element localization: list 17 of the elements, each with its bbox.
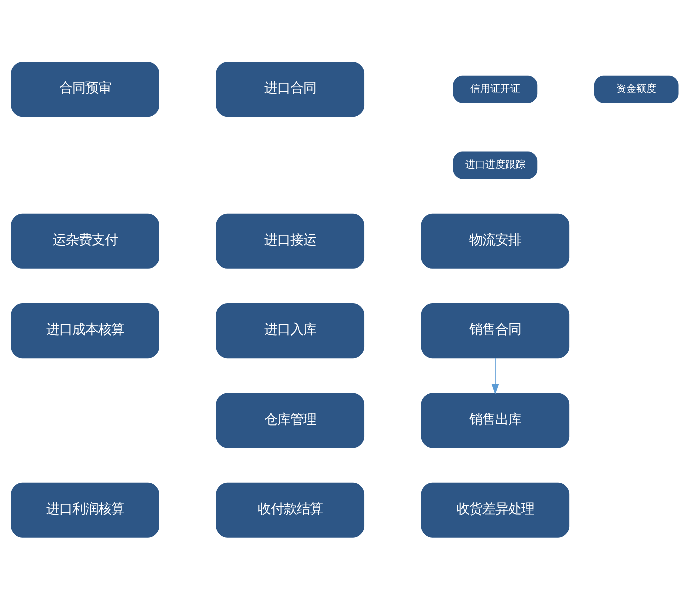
node-box: 仓库管理 (216, 392, 365, 448)
node-box: 物流安排 (421, 213, 570, 268)
node-box: 进口成本核算 (11, 303, 160, 358)
node-box: 收付款结算 (216, 482, 365, 538)
node-box: 进口接运 (216, 213, 365, 268)
node-box: 资金额度 (594, 75, 679, 103)
node-box: 合同预审 (11, 62, 160, 117)
node-box: 进口进度跟踪 (453, 151, 538, 179)
node-box: 销售合同 (421, 303, 570, 358)
node-box: 进口利润核算 (11, 482, 160, 538)
node-box: 进口合同 (216, 62, 365, 117)
node-box: 进口入库 (216, 303, 365, 358)
arrow (492, 357, 500, 394)
node-box: 运杂费支付 (11, 213, 160, 268)
node-box: 收货差异处理 (421, 482, 570, 538)
node-box: 信用证开证 (453, 75, 538, 103)
node-box: 销售出库 (421, 392, 570, 448)
